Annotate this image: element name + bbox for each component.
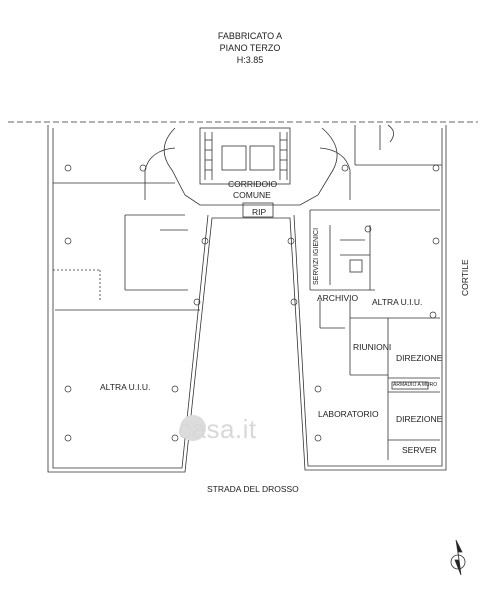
room-label-riunioni: RIUNIONI <box>353 342 392 352</box>
stair-core <box>199 127 291 185</box>
room-label-servizi-igienici: SERVIZI IGIENICI <box>313 227 320 285</box>
room-label-direzione-2: DIREZIONE <box>396 414 443 424</box>
label-cortile: CORTILE <box>460 259 470 296</box>
room-label-altra-uiu-right: ALTRA U.I.U. <box>372 297 423 307</box>
title-line-2: PIANO TERZO <box>219 43 281 53</box>
room-label-archivio: ARCHIVIO <box>317 293 359 303</box>
label-street: STRADA DEL DROSSO <box>207 484 299 494</box>
title-line-3: H:3.85 <box>236 55 264 65</box>
room-label-laboratorio: LABORATORIO <box>318 409 379 419</box>
building-outline <box>47 125 447 473</box>
room-label-corridoio: CORRIDOIO <box>228 179 278 189</box>
north-arrow <box>450 539 466 576</box>
watermark-logo-icon <box>180 415 206 441</box>
room-label-armadio: ARMADIO A MURO <box>393 382 438 388</box>
room-label-altra-uiu-left: ALTRA U.I.U. <box>100 382 151 392</box>
watermark: casa.it <box>178 414 257 444</box>
room-label-server: SERVER <box>402 445 437 455</box>
room-label-comune: COMUNE <box>233 190 271 200</box>
room-label-direzione-1: DIREZIONE <box>396 353 443 363</box>
title-line-1: FABBRICATO A <box>217 31 283 41</box>
room-label-rip: RIP <box>252 207 267 217</box>
columns <box>64 164 440 442</box>
